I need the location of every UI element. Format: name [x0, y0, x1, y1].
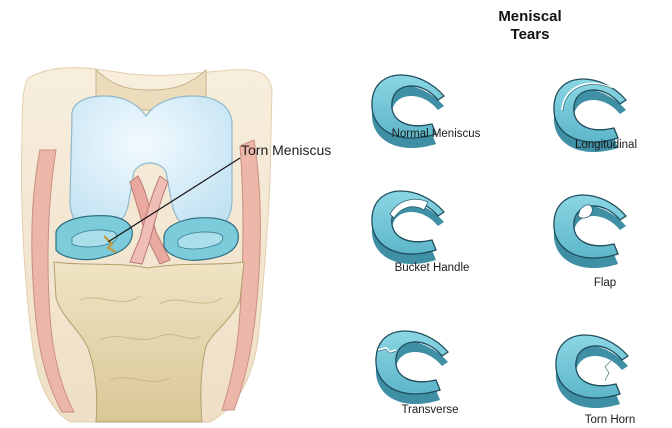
title-line-2: Tears	[470, 26, 590, 44]
label-longitudinal: Longitudinal	[548, 139, 664, 151]
diagram-title: Meniscal Tears	[470, 8, 590, 44]
meniscus-bucket-handle	[372, 191, 444, 264]
label-transverse: Transverse	[382, 404, 478, 416]
label-torn-horn: Torn Horn	[560, 414, 660, 426]
title-line-1: Meniscal	[470, 8, 590, 26]
label-normal-meniscus: Normal Meniscus	[374, 128, 498, 140]
meniscus-torn-horn	[556, 335, 628, 408]
meniscus-transverse	[376, 331, 448, 404]
label-flap: Flap	[560, 277, 650, 289]
knee-illustration	[21, 68, 272, 422]
torn-meniscus-callout: Torn Meniscus	[241, 142, 331, 158]
label-bucket-handle: Bucket Handle	[374, 262, 490, 274]
meniscus-flap	[554, 195, 626, 268]
